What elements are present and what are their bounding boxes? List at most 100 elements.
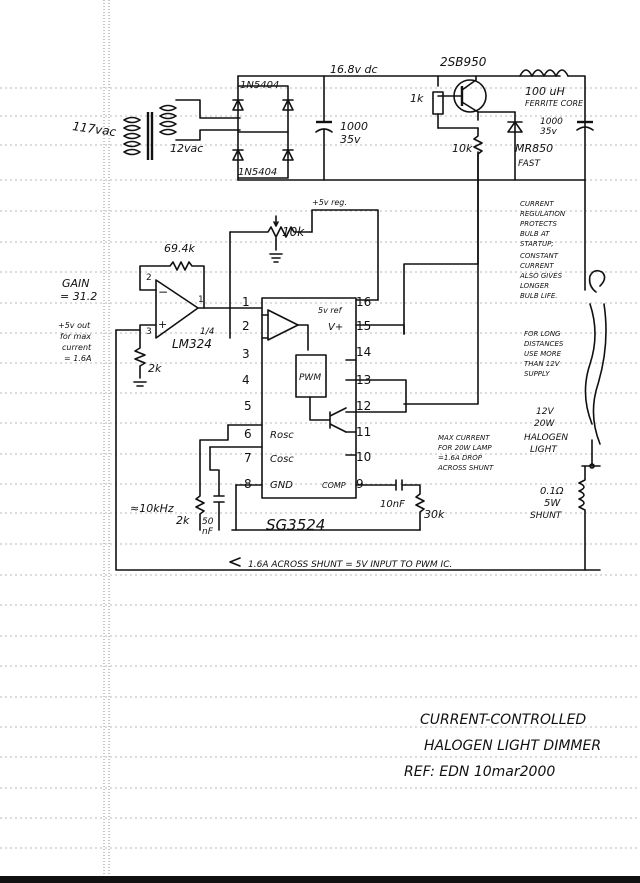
r10k-label: 10k [452, 142, 473, 155]
right-note-7: CURRENT [520, 262, 554, 270]
title-line-2: HALOGEN LIGHT DIMMER [424, 738, 601, 754]
ic-pin-15: 15 [356, 319, 371, 333]
cap-value: 1000 [340, 120, 368, 133]
ic-vref: 5v ref [318, 306, 343, 315]
cap-voltage: 35v [340, 133, 361, 146]
ic-pin-6: 6 [244, 427, 252, 441]
ic-gnd: GND [270, 480, 293, 491]
fast-diode-sub: FAST [518, 159, 542, 169]
base-resistor [403, 127, 483, 335]
r1k-label: 1k [410, 92, 424, 105]
ic-pin-10: 10 [356, 450, 371, 464]
reg-label: +5v reg. [312, 198, 347, 207]
max-note-2: FOR 20W LAMP [438, 444, 492, 452]
ic-pin-8: 8 [244, 477, 252, 491]
ic-cosc: Cosc [270, 454, 294, 465]
long-note-5: SUPPLY [524, 370, 550, 378]
transistor-label: 2SB950 [440, 55, 487, 69]
ic-pin-11: 11 [356, 425, 371, 439]
right-note-2: REGULATION [520, 210, 566, 218]
bridge-rectifier [232, 75, 561, 179]
lamp-label-3: HALOGEN [524, 433, 568, 443]
title-line-1: CURRENT-CONTROLLED [420, 712, 586, 728]
ic-name: SG3524 [266, 516, 325, 534]
cap2-value: 1000 [540, 117, 563, 127]
feedback-line [115, 329, 601, 571]
right-note-10: BULB LIFE. [520, 292, 558, 300]
right-note-5: STARTUP; [520, 240, 554, 248]
diode-top-label: 1N5404 [240, 80, 279, 91]
right-note-9: LONGER [520, 282, 549, 290]
ic-pin-12: 12 [356, 399, 371, 413]
ic-pin-16: 16 [356, 295, 371, 309]
right-note-8: ALSO GIVES [519, 272, 563, 280]
cc-label: 10nF [380, 499, 405, 510]
max-note-1: MAX CURRENT [438, 434, 490, 442]
diode-bottom-label: 1N5404 [238, 167, 277, 178]
right-note-1: CURRENT [520, 200, 554, 208]
ic-pin-2: 2 [242, 319, 250, 333]
bottom-note: 1.6A ACROSS SHUNT = 5V INPUT TO PWM IC. [248, 560, 452, 570]
inductor [477, 69, 594, 181]
ic-pin-3: 3 [242, 347, 250, 361]
ct-label: 50 [202, 517, 214, 527]
long-note-1: FOR LONG [524, 330, 561, 338]
right-note-6: CONSTANT [520, 252, 559, 260]
ic-pin-5: 5 [244, 399, 252, 413]
gain-value: = 31.2 [60, 290, 97, 303]
ic-pwm-block: PWM [299, 373, 321, 383]
lamp-and-shunt [403, 151, 607, 571]
ic-pin-14: 14 [356, 345, 371, 359]
rc-label: 30k [424, 508, 445, 521]
lamp-label-4: LIGHT [530, 445, 558, 455]
shunt-label-2: 5W [544, 498, 561, 509]
op-pin-2: 2 [146, 273, 152, 283]
max-note-4: ACROSS SHUNT [437, 464, 494, 472]
title-line-3: REF: EDN 10mar2000 [404, 764, 555, 780]
filter-capacitor [237, 75, 586, 181]
right-note-4: BULB AT [520, 230, 550, 238]
ic-comp: COMP [322, 481, 346, 490]
gain-label: GAIN [62, 277, 90, 290]
op-plus: + [158, 318, 167, 331]
long-note-2: DISTANCES [524, 340, 564, 348]
ic-pin-1: 1 [242, 295, 250, 309]
left-note-3: current [62, 343, 92, 352]
sg3524-ic [195, 297, 425, 531]
ct-unit: nF [202, 527, 214, 537]
left-note-1: +5v out [58, 321, 91, 330]
shunt-label-3: SHUNT [530, 511, 563, 521]
lamp-label-2: 20W [534, 419, 555, 429]
fast-diode-label: MR850 [515, 142, 553, 155]
ic-pin-7: 7 [244, 451, 252, 465]
opamp-fraction: 1/4 [200, 327, 215, 337]
shunt-label-1: 0.1Ω [540, 486, 564, 497]
primary-voltage-label: 117vac [72, 119, 118, 139]
op-pin-1: 1 [198, 295, 204, 305]
freq-label: ≈10kHz [130, 502, 174, 515]
max-note-3: =1.6A DROP [438, 454, 483, 462]
cap2-voltage: 35v [540, 127, 557, 137]
opamp-label: LM324 [172, 337, 212, 351]
pass-transistor [432, 75, 487, 129]
inductor-label: 100 uH [525, 85, 565, 98]
op-minus: − [158, 285, 168, 299]
left-note-2: for max [60, 332, 91, 341]
right-note-3: PROTECTS [520, 220, 557, 228]
ic-pin-13: 13 [356, 373, 371, 387]
inductor-sub: FERRITE CORE [525, 99, 584, 108]
ic-pin-9: 9 [356, 477, 364, 491]
ic-rosc: Rosc [270, 430, 294, 441]
long-note-3: USE MORE [524, 350, 562, 358]
ic-pin-4: 4 [242, 373, 250, 387]
rail-voltage-label: 16.8v dc [330, 63, 378, 76]
ic-vplus: V+ [328, 322, 343, 333]
lamp-label-1: 12V [536, 407, 554, 417]
op-resistor-label: 2k [148, 362, 162, 375]
gain-pot [229, 209, 379, 339]
left-note-4: = 1.6A [64, 354, 91, 363]
long-note-4: THAN 12V [524, 360, 561, 368]
rt-label: 2k [176, 514, 190, 527]
